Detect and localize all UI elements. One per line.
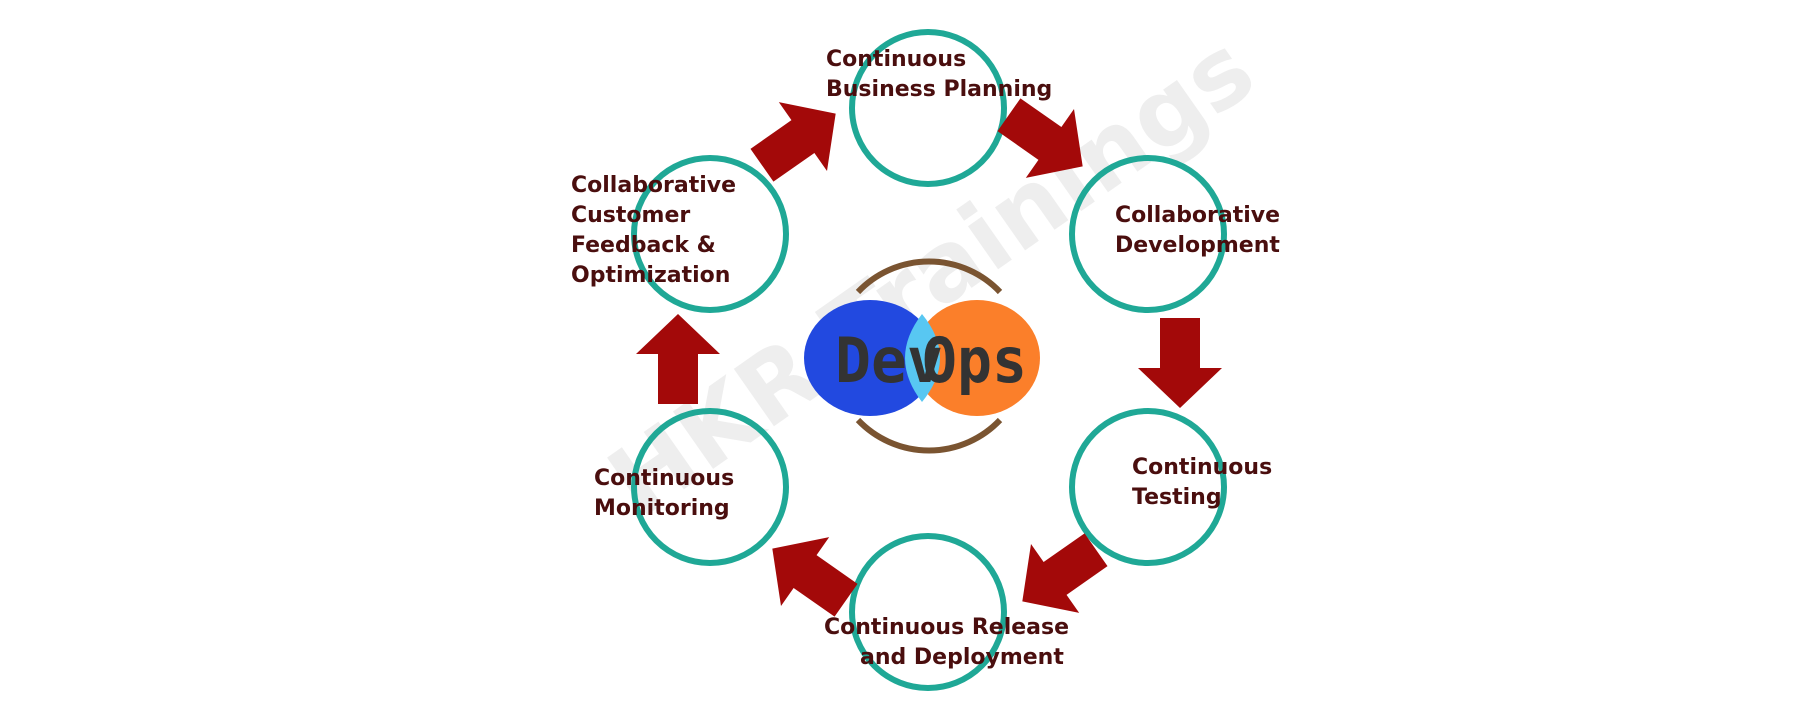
ring-business-planning [849,29,1007,187]
ops-circle [914,300,1040,416]
dev-circle [804,300,936,416]
logo-ring-top [855,258,1003,295]
stage-label-feedback-optimization: Collaborative Customer Feedback & Optimi… [571,173,744,288]
logo-text-ops: Ops [922,324,1027,397]
ring-feedback-optimization [631,155,789,313]
ring-development [1069,155,1227,313]
logo-text-dev: Dev [835,324,943,397]
stage-label-business-planning: Continuous Business Planning [826,47,1052,102]
stage-label-release-deployment: Continuous Release and Deployment [824,615,1077,670]
ring-monitoring [631,408,789,566]
stage-label-monitoring: Continuous Monitoring [594,466,742,521]
ring-testing [1069,408,1227,566]
stage-label-development: Collaborative Development [1115,203,1288,258]
ring-release-deployment [849,533,1007,691]
stage-label-testing: Continuous Testing [1132,455,1280,510]
arrow-development-to-testing [1138,318,1222,408]
logo-ring-bottom [855,417,1003,454]
devops-logo: Dev Ops [804,258,1040,454]
overlap-lens [905,314,940,402]
